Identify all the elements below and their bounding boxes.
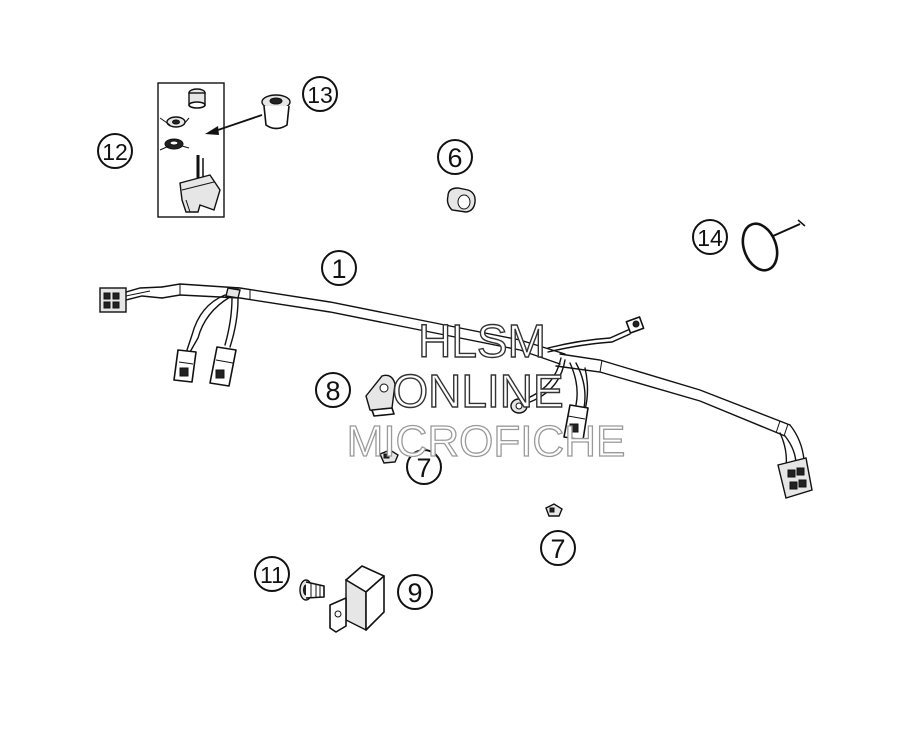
bracket-part xyxy=(365,374,396,417)
relay-part xyxy=(329,565,385,633)
callout-9: 9 xyxy=(397,574,433,610)
callout-1: 1 xyxy=(321,250,357,286)
callout-label: 14 xyxy=(697,225,723,251)
callout-label: 8 xyxy=(325,376,340,406)
mounting-kit-box xyxy=(157,82,225,218)
small-clip-a xyxy=(379,449,399,464)
callout-label: 12 xyxy=(102,139,128,165)
callout-label: 6 xyxy=(447,143,462,173)
screw-part xyxy=(299,579,325,601)
cable-tie-part xyxy=(741,219,806,272)
callout-label: 1 xyxy=(331,254,346,284)
callout-label: 11 xyxy=(260,562,284,588)
wiring-harness-part xyxy=(99,283,813,499)
grommet-part xyxy=(261,94,291,130)
small-clip-b xyxy=(545,503,563,517)
callout-7a: 7 xyxy=(406,449,442,485)
callout-14: 14 xyxy=(692,219,728,255)
assembly-arrow xyxy=(205,114,263,135)
watermark: HLSM ONLINE MICROFICHE xyxy=(346,314,626,466)
callout-7b: 7 xyxy=(540,530,576,566)
watermark-line-2: ONLINE xyxy=(392,365,563,417)
callout-label: 7 xyxy=(416,453,431,483)
callout-11: 11 xyxy=(254,556,290,592)
watermark-line-3: MICROFICHE xyxy=(347,417,626,466)
callout-label: 13 xyxy=(307,82,333,108)
callout-13: 13 xyxy=(302,76,338,112)
callout-6: 6 xyxy=(437,139,473,175)
callout-8: 8 xyxy=(315,372,351,408)
watermark-line-1: HLSM xyxy=(418,315,546,367)
callout-label: 7 xyxy=(550,534,565,564)
clip-part xyxy=(446,187,476,213)
callout-label: 9 xyxy=(407,578,422,608)
callout-12: 12 xyxy=(97,133,133,169)
